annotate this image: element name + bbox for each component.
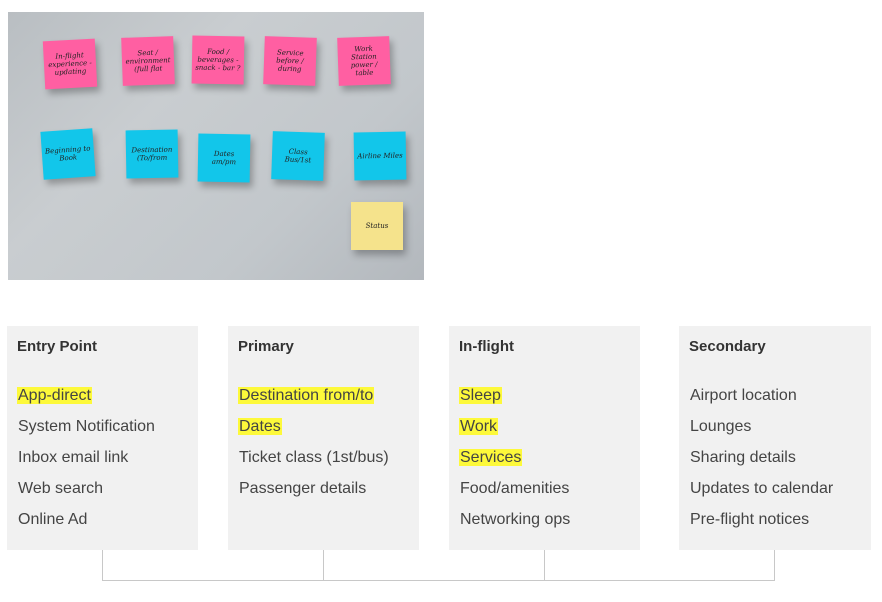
list-item: Pre-flight notices <box>690 511 810 528</box>
column-secondary: Secondary Airport location Lounges Shari… <box>679 326 871 550</box>
connector-line <box>102 550 103 581</box>
column-title: Entry Point <box>17 338 98 355</box>
list-item: Passenger details <box>239 480 367 497</box>
column-title: In-flight <box>459 338 514 355</box>
column-title: Secondary <box>689 338 766 355</box>
list-item: Lounges <box>690 418 752 435</box>
sticky-note: Airline Miles <box>353 131 407 181</box>
sticky-note: Work Station power / table <box>337 36 391 86</box>
list-item: Networking ops <box>460 511 571 528</box>
list-item: Airport location <box>690 387 797 404</box>
sticky-note: Destination (To/from <box>125 129 179 179</box>
connector-line <box>774 550 775 581</box>
sticky-note: Class Bus/1st <box>271 131 325 181</box>
list-item: Web search <box>18 480 104 497</box>
list-item: System Notification <box>18 418 155 435</box>
list-item: Dates <box>238 418 282 435</box>
list-item: Updates to calendar <box>690 480 834 497</box>
list-item: Inbox email link <box>18 449 129 466</box>
sticky-note: Beginning to Book <box>40 128 96 180</box>
list-item: Work <box>459 418 499 435</box>
connector-line <box>544 550 545 581</box>
list-item: Ticket class (1st/bus) <box>239 449 389 466</box>
column-in-flight: In-flight Sleep Work Services Food/ameni… <box>449 326 640 550</box>
list-item: Sharing details <box>690 449 796 466</box>
sticky-note: Food / beverages - snack - bar ? <box>191 35 245 85</box>
list-item: Food/amenities <box>460 480 570 497</box>
list-item: Destination from/to <box>238 387 375 404</box>
column-primary: Primary Destination from/to Dates Ticket… <box>228 326 419 550</box>
list-item: Online Ad <box>18 511 88 528</box>
sticky-note: Status <box>351 202 403 250</box>
sticky-note: Seat / environment (full flat <box>121 36 175 86</box>
column-entry-point: Entry Point App-direct System Notificati… <box>7 326 198 550</box>
column-title: Primary <box>238 338 294 355</box>
connector-line <box>102 580 775 581</box>
sticky-notes-photo: In-flight experience - updating Seat / e… <box>8 12 424 280</box>
sticky-note: Dates am/pm <box>197 133 251 183</box>
connector-line <box>323 550 324 581</box>
list-item: Sleep <box>459 387 502 404</box>
sticky-note: In-flight experience - updating <box>42 38 98 90</box>
list-item: App-direct <box>17 387 92 404</box>
list-item: Services <box>459 449 523 466</box>
sticky-note: Service before / during <box>263 36 317 86</box>
